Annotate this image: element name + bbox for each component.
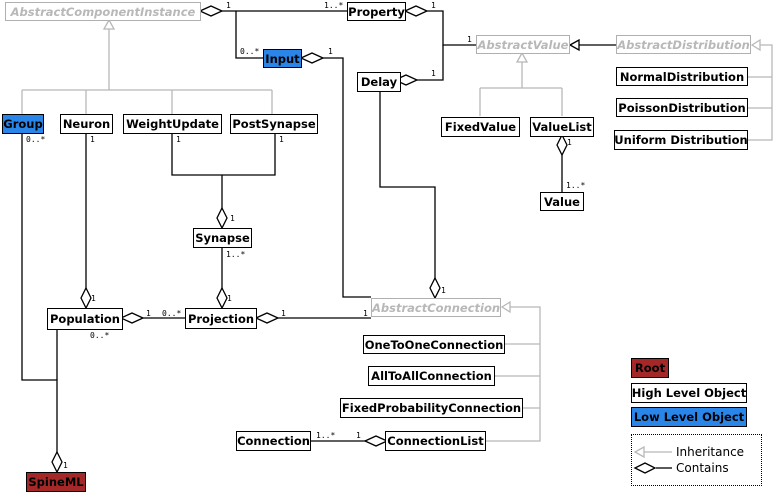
mult-abstractvalue-1: 1: [467, 35, 472, 44]
class-abstract-distribution[interactable]: AbstractDistribution: [616, 35, 751, 54]
mult-abstractconnection-1: 1: [441, 286, 446, 295]
mult-input-1: 1: [328, 47, 333, 56]
mult-synapse-many: 1..*: [226, 250, 246, 259]
class-one-to-one-connection[interactable]: OneToOneConnection: [363, 335, 505, 354]
mult-spineml-1: 1: [63, 461, 68, 470]
mult-connectionlist-1: 1: [356, 431, 361, 440]
mult-projection-conn-1: 1: [281, 309, 286, 318]
mult-population-many: 0..*: [90, 331, 110, 340]
mult-population-proj-1: 1: [146, 309, 151, 318]
mult-aci-property-1: 1: [226, 1, 231, 10]
class-abstract-connection[interactable]: AbstractConnection: [371, 298, 501, 317]
mult-projection-top-1: 1: [227, 294, 232, 303]
mult-population-1: 1: [91, 294, 96, 303]
class-poisson-distribution[interactable]: PoissonDistribution: [616, 98, 748, 117]
class-property[interactable]: Property: [347, 2, 406, 21]
contains-diamond-icon: [633, 462, 657, 474]
mult-aci-property-many: 1..*: [324, 1, 344, 10]
mult-abstractconnection-left-1: 1: [363, 309, 368, 318]
mult-property-delay: 1: [431, 69, 436, 78]
mult-property-top: 1: [431, 1, 436, 10]
class-fixed-probability-connection[interactable]: FixedProbabilityConnection: [340, 398, 523, 418]
legend-low-level-object: Low Level Object: [631, 407, 747, 427]
class-all-to-all-connection[interactable]: AllToAllConnection: [368, 366, 495, 386]
mult-projection-many: 0..*: [162, 309, 182, 318]
class-population[interactable]: Population: [47, 308, 123, 330]
class-connection[interactable]: Connection: [236, 431, 311, 451]
class-value-list[interactable]: ValueList: [530, 117, 594, 137]
inheritance-arrow-icon: [633, 445, 645, 459]
class-value[interactable]: Value: [540, 192, 584, 211]
class-neuron[interactable]: Neuron: [60, 114, 113, 134]
legend-high-level-object: High Level Object: [631, 383, 747, 403]
class-uniform-distribution[interactable]: Uniform Distribution: [614, 130, 748, 150]
legend-relations: Inheritance Contains: [631, 434, 762, 486]
class-post-synapse[interactable]: PostSynapse: [230, 114, 318, 134]
mult-value-many: 1..*: [566, 181, 586, 190]
mult-valuelist-1: 1: [567, 138, 572, 147]
class-spineml[interactable]: SpineML: [26, 472, 86, 492]
class-weight-update[interactable]: WeightUpdate: [123, 114, 222, 134]
containment-lines: [21, 10, 563, 456]
legend-inheritance-label: Inheritance: [676, 445, 745, 459]
mult-synapse-1: 1: [230, 214, 235, 223]
class-input[interactable]: Input: [263, 49, 302, 68]
mult-postsynapse-1: 1: [279, 135, 284, 144]
class-abstract-component-instance[interactable]: AbstractComponentInstance: [5, 2, 201, 21]
class-connection-list[interactable]: ConnectionList: [385, 431, 486, 451]
class-delay[interactable]: Delay: [357, 72, 401, 92]
mult-group-many: 0..*: [26, 135, 46, 144]
class-group[interactable]: Group: [2, 114, 44, 134]
legend-contains-label: Contains: [676, 461, 729, 475]
mult-neuron-1: 1: [90, 135, 95, 144]
mult-weightupdate-1: 1: [176, 135, 181, 144]
class-synapse[interactable]: Synapse: [193, 228, 252, 248]
class-abstract-value[interactable]: AbstractValue: [476, 35, 570, 54]
class-projection[interactable]: Projection: [185, 308, 257, 329]
mult-input-many: 0..*: [240, 47, 260, 56]
class-fixed-value[interactable]: FixedValue: [441, 117, 520, 137]
class-normal-distribution[interactable]: NormalDistribution: [616, 67, 748, 86]
legend-symbols: [633, 445, 672, 474]
mult-connection-many: 1..*: [316, 431, 336, 440]
inheritance-lines: [21, 27, 773, 442]
legend-root: Root: [631, 358, 669, 378]
